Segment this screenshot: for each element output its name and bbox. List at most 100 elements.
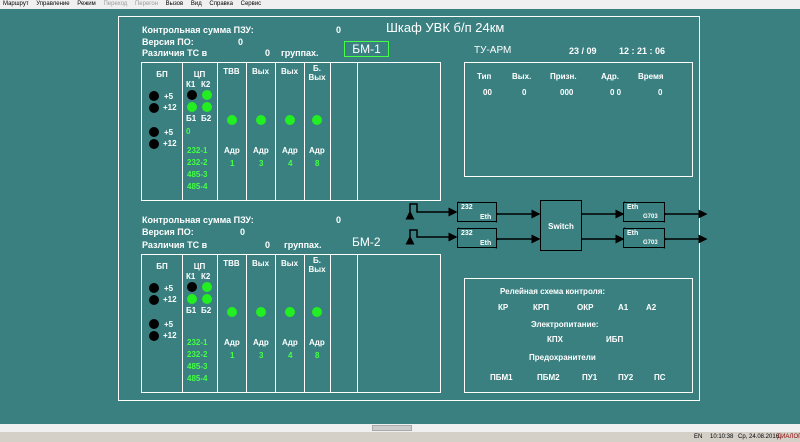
port-label: 232-1: [187, 146, 208, 155]
page-title: Шкаф УВК б/п 24км: [386, 20, 505, 35]
bm1-version-label: Версия ПО:: [142, 37, 194, 47]
tu-arm-panel: Тип Вых. Призн. Адр. Время 00 0 000 0 0 …: [464, 62, 693, 177]
port-label: 232-2: [187, 350, 208, 359]
bm2-label: БМ-2: [352, 235, 381, 249]
bp-led: [149, 103, 159, 113]
bp-label: +12: [163, 103, 177, 112]
tu-cell: 0: [522, 88, 527, 97]
menu-route[interactable]: Маршрут: [3, 1, 29, 7]
power-title: Электропитание:: [531, 320, 599, 329]
fuse-item: ПБМ1: [490, 373, 513, 382]
cp-zero: 0: [186, 127, 191, 136]
bm1-diff-value: 0: [265, 48, 271, 58]
fuses-title: Предохранители: [529, 353, 596, 362]
hdr-tvv: ТВВ: [223, 67, 240, 76]
adr-label: Адр: [309, 338, 325, 347]
relay-item: КР: [498, 303, 509, 312]
adr-label: Адр: [253, 146, 269, 155]
relay-item: А1: [618, 303, 629, 312]
menu-service[interactable]: Сервис: [240, 1, 262, 7]
bp-led: [149, 283, 159, 293]
adr-label: Адр: [282, 338, 298, 347]
bp-led: [149, 331, 159, 341]
adr-label: Адр: [224, 338, 240, 347]
cp-led: [187, 294, 197, 304]
converter-bottom-label: Eth: [480, 214, 492, 221]
tu-col-header: Призн.: [550, 72, 577, 81]
menu-crossing[interactable]: Переход: [103, 1, 128, 7]
converter-bottom-label: G703: [643, 214, 658, 220]
cp-led: [202, 102, 212, 112]
bm1-checksum-value: 0: [336, 25, 342, 35]
cp-k2-label: К2: [201, 272, 211, 281]
hdr-out1: Вых: [251, 67, 270, 76]
hdr-bout: Б. Вых: [308, 64, 326, 82]
tu-cell: 0: [658, 88, 663, 97]
bm2-version-value: 0: [240, 227, 246, 237]
bp-led: [149, 127, 159, 137]
adr-value: 3: [259, 351, 264, 360]
menu-view[interactable]: Вид: [190, 1, 202, 7]
cp-b2-label: Б2: [201, 306, 212, 315]
menu-haul[interactable]: Перегон: [134, 1, 158, 7]
hdr-cp: ЦП: [193, 262, 206, 271]
hdr-bout: Б. Вых: [308, 256, 326, 274]
bm1-panel: БП ЦП ТВВ Вых Вых Б. Вых +5 +12 +5 +12 К…: [141, 62, 441, 201]
menu-mode[interactable]: Режим: [77, 1, 96, 7]
bm2-diff-label: Различия ТС в: [142, 240, 208, 250]
power-item: КПХ: [547, 335, 563, 344]
bm1-version-value: 0: [238, 37, 244, 47]
cp-led: [202, 282, 212, 292]
module-led: [285, 115, 295, 125]
hdr-cp: ЦП: [193, 70, 206, 79]
adr-value: 4: [288, 159, 293, 168]
status-bar: EN 10:10:38 Ср, 24.08.2016 ДИАЛОГ: [0, 432, 800, 442]
adr-value: 1: [230, 159, 235, 168]
bp-led: [149, 91, 159, 101]
menu-help[interactable]: Справка: [209, 1, 233, 7]
tu-col-header: Вых.: [512, 72, 532, 81]
main-frame: [118, 16, 700, 401]
bm2-checksum-value: 0: [336, 215, 342, 225]
hdr-out1: Вых: [251, 259, 270, 268]
adr-value: 8: [315, 351, 320, 360]
tu-cell: 0 0: [610, 88, 622, 97]
converter-top-label: Eth: [627, 230, 639, 237]
port-label: 485-3: [187, 362, 208, 371]
bm1-checksum-label: Контрольная сумма ПЗУ:: [142, 25, 254, 35]
scrollbar-thumb[interactable]: [372, 425, 412, 431]
converter-232-eth-1: 232 Eth: [457, 202, 497, 222]
hdr-tvv: ТВВ: [223, 259, 240, 268]
bm1-diff-label: Различия ТС в: [142, 48, 208, 58]
converter-bottom-label: G703: [643, 240, 658, 246]
cp-led: [187, 282, 197, 292]
fuse-item: ПУ2: [618, 373, 634, 382]
menu-control[interactable]: Управление: [36, 1, 70, 7]
status-time: 10:10:38: [710, 434, 734, 440]
tu-arm-date: 23 / 09: [569, 46, 597, 56]
cp-led: [202, 90, 212, 100]
bp-label: +12: [163, 295, 177, 304]
bp-label: +5: [164, 284, 174, 293]
relay-panel: Релейная схема контроля: КР КРП ОКР А1 А…: [464, 278, 693, 393]
menu-call[interactable]: Вызов: [165, 1, 184, 7]
bm2-checksum-label: Контрольная сумма ПЗУ:: [142, 215, 254, 225]
bm2-diff-value: 0: [265, 240, 271, 250]
bp-led: [149, 319, 159, 329]
tu-col-header: Тип: [477, 72, 492, 81]
status-date: Ср, 24.08.2016: [738, 434, 780, 440]
power-item: ИБП: [606, 335, 624, 344]
adr-label: Адр: [309, 146, 325, 155]
cp-led: [202, 294, 212, 304]
adr-value: 1: [230, 351, 235, 360]
switch-box: Switch: [540, 200, 582, 251]
adr-value: 8: [315, 159, 320, 168]
bm1-label: БМ-1: [344, 41, 389, 57]
hdr-out2: Вых: [280, 67, 299, 76]
port-label: 232-2: [187, 158, 208, 167]
module-led: [227, 115, 237, 125]
relay-title: Релейная схема контроля:: [500, 287, 606, 296]
relay-item: ОКР: [577, 303, 594, 312]
bm2-diff-suffix: группах.: [284, 240, 322, 250]
fuse-item: ПБМ2: [537, 373, 560, 382]
